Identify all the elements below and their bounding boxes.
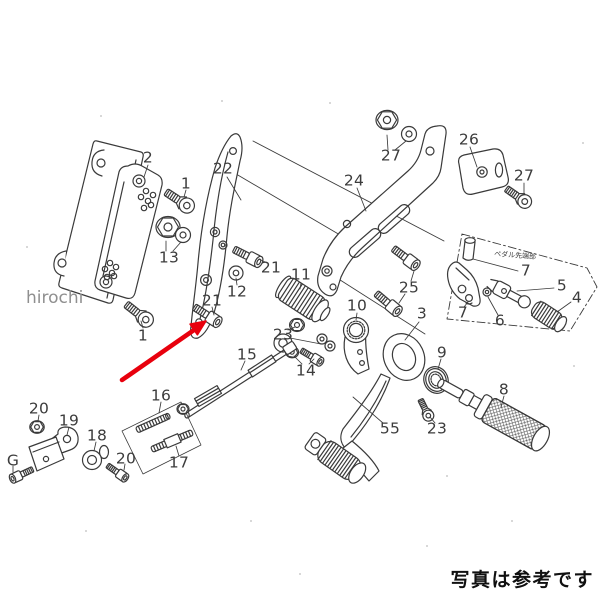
nut-16 bbox=[176, 403, 190, 415]
part-label-4: 4 bbox=[571, 288, 583, 307]
side-plate-22 bbox=[190, 133, 243, 339]
shift-spline-11 bbox=[275, 275, 331, 323]
shift-arm-10 bbox=[342, 316, 370, 375]
part-label-9: 9 bbox=[436, 343, 448, 362]
part-label-7-upper: 7 bbox=[520, 261, 532, 280]
part-label-G: G bbox=[6, 451, 20, 470]
nut-13 bbox=[155, 215, 181, 239]
rod-17 bbox=[150, 429, 194, 453]
part-label-24: 24 bbox=[343, 171, 365, 190]
part-label-20-upper: 20 bbox=[28, 399, 50, 418]
bolt-27-right bbox=[504, 185, 533, 209]
part-label-7-lower: 7 bbox=[457, 303, 469, 322]
part-label-17: 17 bbox=[168, 453, 190, 472]
toe-peg-4 bbox=[530, 300, 568, 333]
pin-7 bbox=[462, 237, 476, 261]
part-label-16: 16 bbox=[150, 386, 172, 405]
heel-bracket-24 bbox=[317, 125, 447, 297]
washer-13 bbox=[174, 226, 192, 244]
part-label-6: 6 bbox=[494, 311, 506, 330]
watermark-hirochi: hirochi bbox=[26, 288, 84, 308]
brake-pedal-3-55 bbox=[304, 333, 426, 484]
part-label-15: 15 bbox=[236, 345, 258, 364]
part-label-23-right: 23 bbox=[426, 419, 448, 438]
toe-peg-55 bbox=[304, 432, 367, 484]
part-label-1-lower: 1 bbox=[137, 326, 149, 345]
clevis-5 bbox=[486, 278, 531, 309]
part-label-1-upper: 1 bbox=[180, 174, 192, 193]
part-label-23-left: 23 bbox=[272, 325, 294, 344]
part-label-21-upper: 21 bbox=[260, 258, 282, 277]
part-label-21-lower: 21 bbox=[201, 291, 223, 310]
adapter-plate-2 bbox=[94, 163, 163, 300]
block-26 bbox=[457, 148, 509, 195]
bolt-21-upper bbox=[232, 245, 264, 269]
part-label-8: 8 bbox=[498, 380, 510, 399]
bolt-1-upper bbox=[163, 188, 196, 214]
part-label-11: 11 bbox=[290, 265, 312, 284]
part-label-27-right: 27 bbox=[513, 166, 535, 185]
nut-23 bbox=[288, 317, 306, 333]
part-label-5: 5 bbox=[556, 276, 568, 295]
part-label-12: 12 bbox=[226, 282, 248, 301]
bolt-G bbox=[8, 466, 35, 484]
leader-lines bbox=[12, 134, 572, 473]
part-label-13: 13 bbox=[158, 248, 180, 267]
inset-detail-box: ペダル先端部 bbox=[446, 233, 598, 333]
washer-27 bbox=[400, 125, 418, 143]
nut-20-upper bbox=[29, 420, 45, 434]
part-label-20-lower: 20 bbox=[115, 449, 137, 468]
paper-specks bbox=[26, 100, 584, 575]
bracket-19 bbox=[28, 426, 79, 472]
highlight-arrow bbox=[119, 320, 207, 383]
footpeg-8 bbox=[437, 378, 551, 452]
rod-16 bbox=[135, 412, 171, 433]
reference-caption: 写真は参考です bbox=[450, 569, 594, 591]
nut-27 bbox=[375, 109, 399, 131]
bolt-25-upper bbox=[391, 245, 421, 272]
bolt-25-lower bbox=[373, 290, 403, 318]
bolt-20-lower bbox=[105, 462, 130, 483]
washers-23 bbox=[316, 333, 336, 352]
part-label-55: 55 bbox=[379, 419, 401, 438]
part-label-26: 26 bbox=[458, 130, 480, 149]
part-label-3: 3 bbox=[416, 304, 428, 323]
part-label-2: 2 bbox=[142, 148, 154, 167]
part-label-18: 18 bbox=[86, 426, 108, 445]
part-label-27-top: 27 bbox=[380, 146, 402, 165]
turnbuckle-assembly bbox=[121, 385, 223, 475]
projection-lines bbox=[230, 140, 445, 335]
bolt-21-lower bbox=[192, 303, 223, 329]
part-label-19: 19 bbox=[58, 411, 80, 430]
part-label-22: 22 bbox=[212, 159, 234, 178]
part-label-25: 25 bbox=[398, 278, 420, 297]
part-label-10: 10 bbox=[346, 296, 368, 315]
inset-note: ペダル先端部 bbox=[494, 249, 537, 261]
roller-18 bbox=[81, 444, 110, 471]
part-label-14: 14 bbox=[295, 361, 317, 380]
bolt-14 bbox=[299, 347, 325, 367]
